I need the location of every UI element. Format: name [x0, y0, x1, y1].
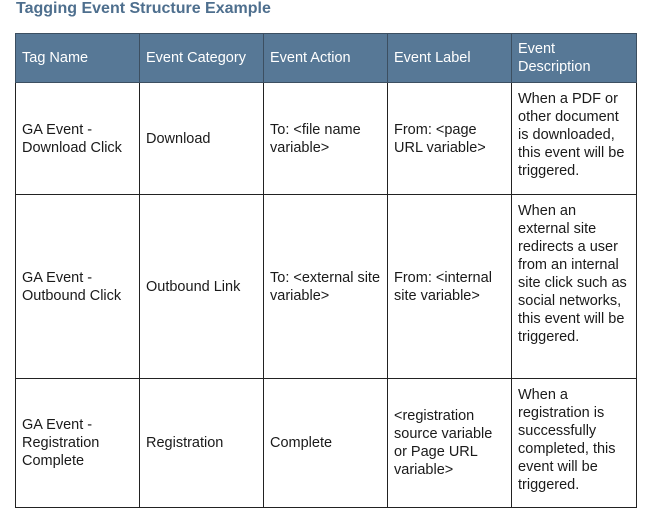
- header-event-label: Event Label: [387, 33, 512, 83]
- table-header-row: Tag Name Event Category Event Action Eve…: [15, 33, 637, 83]
- cell-tag-name: GA Event - Outbound Click: [15, 194, 140, 379]
- cell-tag-name: GA Event - Download Click: [15, 82, 140, 195]
- cell-tag-name: GA Event - Registration Complete: [15, 378, 140, 508]
- cell-event-description: When an external site redirects a user f…: [511, 194, 637, 379]
- cell-event-category: Download: [139, 82, 264, 195]
- event-structure-table: Tag Name Event Category Event Action Eve…: [15, 33, 637, 508]
- header-tag-name: Tag Name: [15, 33, 140, 83]
- cell-event-action: Complete: [263, 378, 388, 508]
- header-event-action: Event Action: [263, 33, 388, 83]
- cell-event-action: To: <external site variable>: [263, 194, 388, 379]
- cell-event-category: Outbound Link: [139, 194, 264, 379]
- cell-event-action: To: <file name variable>: [263, 82, 388, 195]
- header-event-category: Event Category: [139, 33, 264, 83]
- cell-event-description: When a PDF or other document is download…: [511, 82, 637, 195]
- cell-event-label: <registration source variable or Page UR…: [387, 378, 512, 508]
- cell-event-description: When a registration is successfully comp…: [511, 378, 637, 508]
- page-title: Tagging Event Structure Example: [16, 0, 271, 17]
- table-row: GA Event - Registration Complete Registr…: [15, 378, 637, 508]
- header-event-description: Event Description: [511, 33, 637, 83]
- table-row: GA Event - Outbound Click Outbound Link …: [15, 194, 637, 379]
- cell-event-label: From: <page URL variable>: [387, 82, 512, 195]
- table-row: GA Event - Download Click Download To: <…: [15, 82, 637, 195]
- cell-event-label: From: <internal site variable>: [387, 194, 512, 379]
- cell-event-category: Registration: [139, 378, 264, 508]
